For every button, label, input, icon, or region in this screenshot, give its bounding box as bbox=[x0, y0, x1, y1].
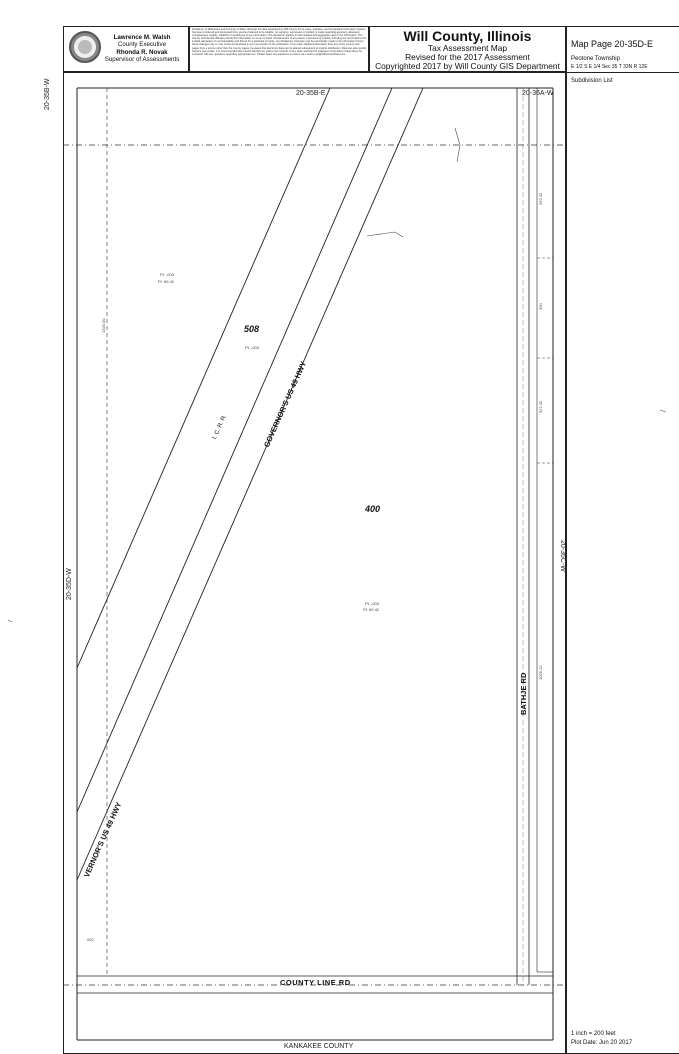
parcel-acreage-c: Pt. 69.42 bbox=[363, 607, 380, 612]
dimension-right-3: 327.42 bbox=[538, 400, 543, 413]
adjacent-map-right: 20-36C-W bbox=[559, 540, 566, 572]
road-label-county-line: COUNTY LINE RD bbox=[280, 978, 351, 987]
subtitle-revised: Revised for the 2017 Assessment bbox=[405, 52, 530, 62]
parcel-note-a: Pt. -003 bbox=[160, 272, 175, 277]
title-subtext: Tax Assessment Map Revised for the 2017 … bbox=[369, 44, 566, 71]
map-title: Will County, Illinois bbox=[403, 28, 532, 44]
adjacent-map-left: 20-35D-W bbox=[66, 568, 73, 600]
dimension-right-2: 330 bbox=[538, 303, 543, 310]
adjacent-map-top-right: 20-36A-W bbox=[522, 90, 554, 97]
executive-title: County Executive bbox=[117, 41, 167, 49]
plot-date-label: Plot Date: Jun 20 2017 bbox=[571, 1040, 633, 1046]
disclaimer-text: Disclaimer of Warranties and Accuracy of… bbox=[192, 28, 367, 56]
dimension-right-4: 1026.12 bbox=[538, 665, 543, 680]
executive-block: Lawrence M. Walsh County Executive Rhond… bbox=[97, 34, 187, 63]
assessor-title: Supervisor of Assessments bbox=[104, 55, 180, 63]
header-disclaimer-box bbox=[189, 26, 369, 72]
executive-name: Lawrence M. Walsh bbox=[113, 34, 171, 41]
township-label: Peotone Township bbox=[571, 56, 620, 62]
map-page-label: Map Page 20-35D-E bbox=[571, 39, 654, 49]
dimension-left: 1320.00 bbox=[101, 318, 106, 333]
location-label: E 1/2 S E 1/4 Sec 35 T 33N R 12E bbox=[571, 64, 648, 70]
dimension-right-1: 262.42 bbox=[538, 192, 543, 205]
adjacent-county-bottom: KANKAKEE COUNTY bbox=[284, 1043, 354, 1050]
subdivision-list-label: Subdivision List bbox=[571, 78, 613, 84]
subtitle-copyright: Copyrighted 2017 by Will County GIS Depa… bbox=[375, 61, 560, 71]
parcel-note-b: Pt. -003 bbox=[245, 345, 260, 350]
sidebar-divider bbox=[566, 72, 679, 73]
assessor-name: Rhonda R. Novak bbox=[116, 48, 168, 56]
header-executive-box bbox=[63, 26, 189, 72]
subtitle-tax-map: Tax Assessment Map bbox=[427, 43, 508, 53]
header-title-box bbox=[369, 26, 566, 72]
road-label-bathje: BATHJE RD bbox=[519, 672, 528, 715]
adjacent-map-top-left: 20-35B-W bbox=[44, 78, 51, 110]
parcel-acreage-a: Pt. 69.42 bbox=[158, 279, 175, 284]
parcel-number-508: 508 bbox=[244, 324, 260, 334]
adjacent-map-top: 20-35B-E bbox=[296, 90, 326, 97]
lot-number-002: 002 bbox=[87, 937, 94, 942]
county-seal-icon bbox=[69, 31, 101, 63]
scale-label: 1 inch = 200 feet bbox=[571, 1031, 616, 1037]
parcel-note-c: Pt. -003 bbox=[365, 601, 380, 606]
parcel-number-400: 400 bbox=[365, 504, 381, 514]
